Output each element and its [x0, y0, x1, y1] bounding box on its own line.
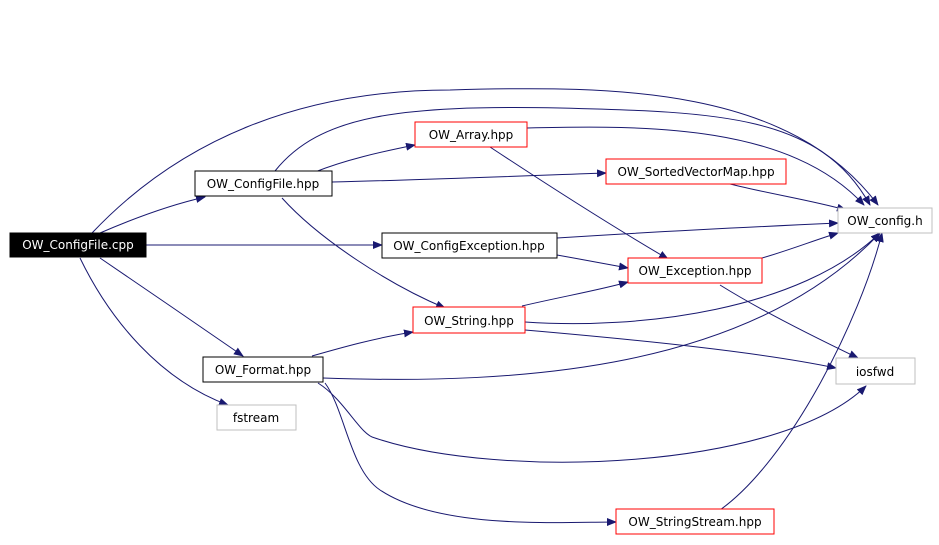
- node-label: iosfwd: [856, 365, 894, 379]
- node-label: OW_ConfigException.hpp: [393, 239, 545, 253]
- edge-root-format-hpp: [99, 257, 244, 357]
- node-label: OW_config.h: [847, 214, 922, 228]
- edge-format-stringstream: [324, 382, 617, 527]
- edge-sortedvectormap-config-h: [729, 183, 847, 212]
- node-ow-format-hpp[interactable]: OW_Format.hpp: [202, 356, 324, 383]
- edge-format-config-h: [322, 232, 881, 380]
- edges: [79, 88, 884, 527]
- edge-string-exception: [521, 280, 629, 307]
- node-label: OW_Array.hpp: [429, 128, 514, 142]
- edge-array-exception: [489, 146, 669, 260]
- node-ow-sortedvectormap-hpp[interactable]: OW_SortedVectorMap.hpp: [605, 158, 787, 185]
- node-label: OW_StringStream.hpp: [628, 515, 761, 529]
- node-ow-array-hpp[interactable]: OW_Array.hpp: [414, 121, 528, 148]
- edge-format-iosfwd: [317, 382, 867, 463]
- node-label: OW_String.hpp: [424, 314, 514, 328]
- edge-format-string: [311, 329, 414, 357]
- node-fstream[interactable]: fstream: [216, 404, 297, 431]
- node-label: OW_ConfigFile.hpp: [207, 177, 320, 191]
- node-label: OW_Exception.hpp: [638, 264, 751, 278]
- edge-array-config-h: [526, 126, 865, 206]
- node-ow-configexception-hpp[interactable]: OW_ConfigException.hpp: [381, 232, 558, 259]
- node-ow-configfile-hpp[interactable]: OW_ConfigFile.hpp: [194, 170, 333, 197]
- edge-configexception-exception: [556, 254, 629, 271]
- edge-configfile-sortedvectormap: [331, 169, 607, 183]
- edge-configexception-config-h: [556, 219, 839, 239]
- edge-configfile-array: [314, 142, 416, 173]
- edge-string-config-h: [524, 232, 881, 325]
- edge-root-fstream: [79, 257, 229, 406]
- node-label: OW_ConfigFile.cpp: [22, 238, 134, 252]
- node-label: fstream: [233, 411, 279, 425]
- nodes: OW_ConfigFile.cpp OW_ConfigFile.hpp OW_A…: [9, 121, 933, 535]
- edge-stringstream-config-h: [719, 232, 884, 511]
- node-ow-configfile-cpp[interactable]: OW_ConfigFile.cpp: [9, 232, 147, 258]
- node-ow-exception-hpp[interactable]: OW_Exception.hpp: [627, 257, 763, 284]
- node-label: OW_SortedVectorMap.hpp: [617, 165, 774, 179]
- node-ow-stringstream-hpp[interactable]: OW_StringStream.hpp: [615, 508, 775, 535]
- node-ow-string-hpp[interactable]: OW_String.hpp: [412, 306, 526, 334]
- edge-configfile-config-h: [274, 107, 871, 206]
- node-label: OW_Format.hpp: [215, 363, 311, 377]
- edge-exception-config-h: [761, 231, 839, 259]
- edge-configfile-string: [281, 197, 446, 309]
- edge-exception-iosfwd: [719, 284, 859, 359]
- edge-string-iosfwd: [524, 329, 837, 371]
- node-iosfwd[interactable]: iosfwd: [835, 357, 916, 385]
- node-ow-config-h[interactable]: OW_config.h: [837, 207, 933, 234]
- edge-root-config-h: [91, 88, 879, 234]
- edge-root-configfile-hpp: [99, 195, 206, 234]
